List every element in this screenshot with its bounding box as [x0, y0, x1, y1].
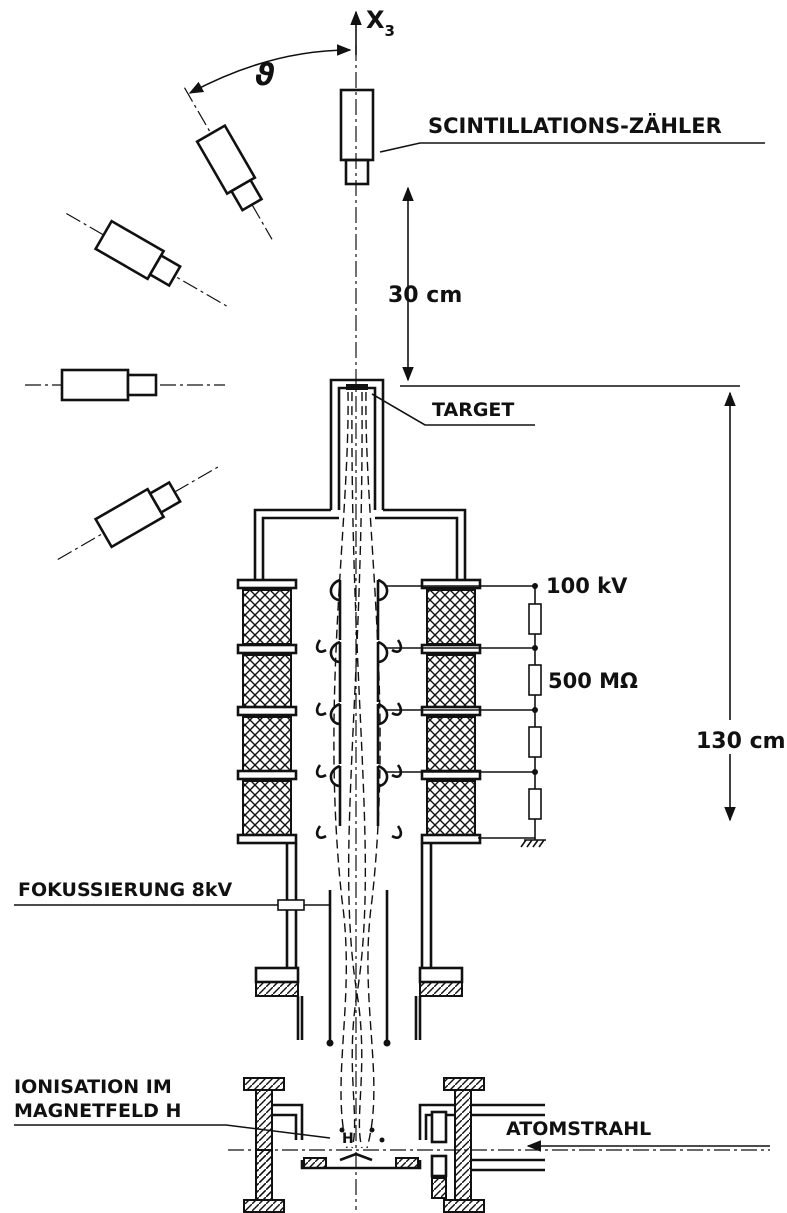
electrodes — [315, 578, 403, 839]
target-label: TARGET — [432, 399, 514, 421]
insulator-stack-left — [236, 578, 298, 845]
beam-tube — [253, 378, 467, 580]
dimension-130cm-label: 130 cm — [696, 729, 786, 754]
detector-rotated-3 — [57, 466, 219, 561]
ionisation-label-line1: IONISATION IM — [14, 1076, 172, 1098]
detector-rotated-1 — [183, 87, 273, 240]
detector-rotated-2 — [66, 212, 227, 307]
scintillator-label: SCINTILLATIONS-ZÄHLER — [428, 113, 722, 138]
angle-theta: ϑ — [188, 44, 352, 94]
voltage-label: 100 kV — [546, 574, 628, 598]
ionisation-label-line2: MAGNETFELD H — [14, 1100, 181, 1122]
target-foil — [346, 384, 368, 390]
angle-label: ϑ — [255, 58, 275, 93]
ionisation-label-group: IONISATION IM MAGNETFELD H H — [14, 1076, 354, 1147]
resistor-divider: 100 kV 500 MΩ — [520, 574, 638, 848]
focus-label-group: FOKUSSIERUNG 8kV — [14, 879, 330, 911]
x3-axis: X3 — [350, 6, 395, 1210]
scintillator-label-group: SCINTILLATIONS-ZÄHLER — [379, 113, 765, 153]
focus-label: FOKUSSIERUNG 8kV — [18, 879, 233, 901]
resistor-label: 500 MΩ — [548, 669, 638, 693]
atom-beam-label: ATOMSTRAHL — [506, 1118, 651, 1140]
detector-horizontal — [25, 368, 225, 402]
dimension-130cm: 130 cm — [690, 391, 786, 822]
insulator-stack-right — [420, 578, 482, 845]
electrode-leads — [386, 585, 535, 839]
target-label-group: TARGET — [371, 393, 535, 426]
field-marker: H — [342, 1131, 354, 1147]
detector-top — [339, 88, 375, 186]
dimension-30cm-label: 30 cm — [388, 283, 462, 308]
ion-source-chamber — [243, 1077, 545, 1213]
dimension-30cm: 30 cm — [388, 186, 740, 387]
ion-beam-envelope — [333, 391, 381, 1149]
atom-beam-axis: ATOMSTRAHL — [228, 1118, 770, 1152]
svg-text:X3: X3 — [366, 6, 395, 40]
lower-tube — [254, 843, 464, 1047]
